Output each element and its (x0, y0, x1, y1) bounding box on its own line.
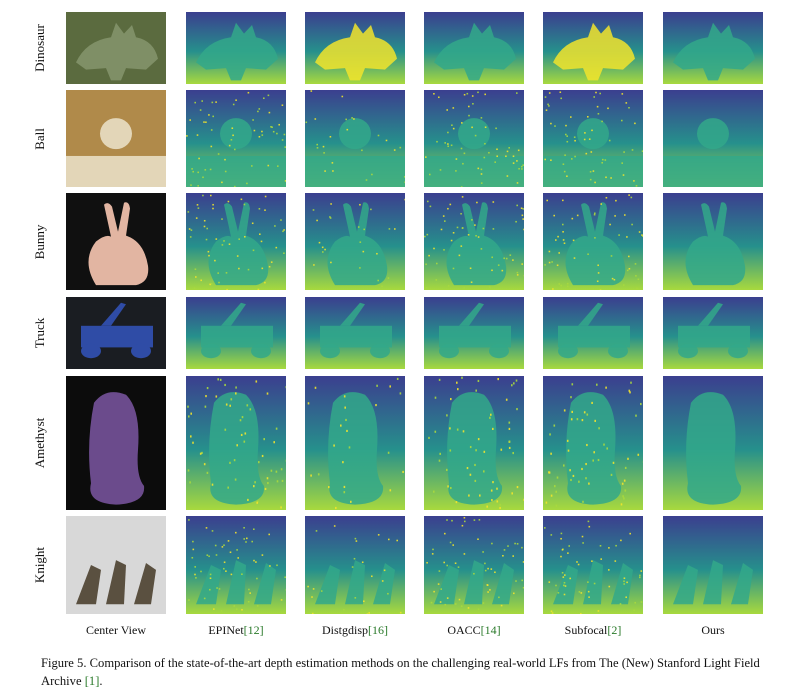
center-view-image-bunny (66, 193, 166, 290)
depth-map-bunny-subfocal (543, 193, 643, 290)
column-label-center-view: Center View (56, 622, 176, 638)
column-citation: [12] (243, 623, 264, 637)
caption-text: Figure 5. Comparison of the state-of-the… (41, 656, 760, 688)
figure-caption: Figure 5. Comparison of the state-of-the… (41, 654, 781, 690)
column-name: Ours (701, 623, 725, 637)
center-view-image-knight (66, 516, 166, 614)
center-view-image-ball (66, 90, 166, 187)
column-citation: [16] (368, 623, 388, 637)
column-label-epinet: EPINet[12] (176, 622, 296, 638)
column-label-distgdisp: Distgdisp[16] (295, 622, 415, 638)
depth-map-ball-subfocal (543, 90, 643, 187)
depth-map-dinosaur-epinet (186, 12, 286, 84)
column-name: Center View (85, 623, 147, 637)
depth-map-dinosaur-distgdisp (305, 12, 405, 84)
depth-map-amethyst-subfocal (543, 376, 643, 510)
column-name: EPINet (208, 623, 244, 637)
depth-map-knight-oacc (424, 516, 524, 614)
depth-map-bunny-distgdisp (305, 193, 405, 290)
depth-map-amethyst-distgdisp (305, 376, 405, 510)
depth-map-dinosaur-oacc (424, 12, 524, 84)
depth-map-truck-epinet (186, 297, 286, 369)
center-view-image-truck (66, 297, 166, 369)
column-citation: [2] (607, 623, 622, 637)
caption-citation: [1] (84, 674, 100, 688)
depth-map-truck-ours (663, 297, 763, 369)
depth-map-bunny-epinet (186, 193, 286, 290)
depth-map-knight-epinet (186, 516, 286, 614)
column-name: Distgdisp (321, 623, 368, 637)
center-view-image-amethyst (66, 376, 166, 510)
depth-map-knight-ours (663, 516, 763, 614)
depth-map-ball-epinet (186, 90, 286, 187)
column-label-subfocal: Subfocal[2] (533, 622, 653, 638)
depth-map-knight-distgdisp (305, 516, 405, 614)
depth-map-truck-oacc (424, 297, 524, 369)
depth-map-truck-subfocal (543, 297, 643, 369)
column-name: Subfocal (564, 623, 608, 637)
column-label-oacc: OACC[14] (414, 622, 534, 638)
depth-map-bunny-ours (663, 193, 763, 290)
row-label-knight: Knight (32, 546, 47, 584)
center-view-image-dinosaur (66, 12, 166, 84)
depth-map-amethyst-epinet (186, 376, 286, 510)
depth-map-ball-distgdisp (305, 90, 405, 187)
column-citation: [14] (480, 623, 501, 637)
depth-map-ball-ours (663, 90, 763, 187)
caption-end: . (99, 674, 103, 688)
depth-map-dinosaur-subfocal (543, 12, 643, 84)
depth-map-truck-distgdisp (305, 297, 405, 369)
column-name: OACC (447, 623, 481, 637)
column-label-ours: Ours (653, 622, 773, 638)
depth-map-bunny-oacc (424, 193, 524, 290)
depth-map-dinosaur-ours (663, 12, 763, 84)
depth-map-amethyst-ours (663, 376, 763, 510)
depth-map-amethyst-oacc (424, 376, 524, 510)
depth-map-ball-oacc (424, 90, 524, 187)
depth-map-knight-subfocal (543, 516, 643, 614)
